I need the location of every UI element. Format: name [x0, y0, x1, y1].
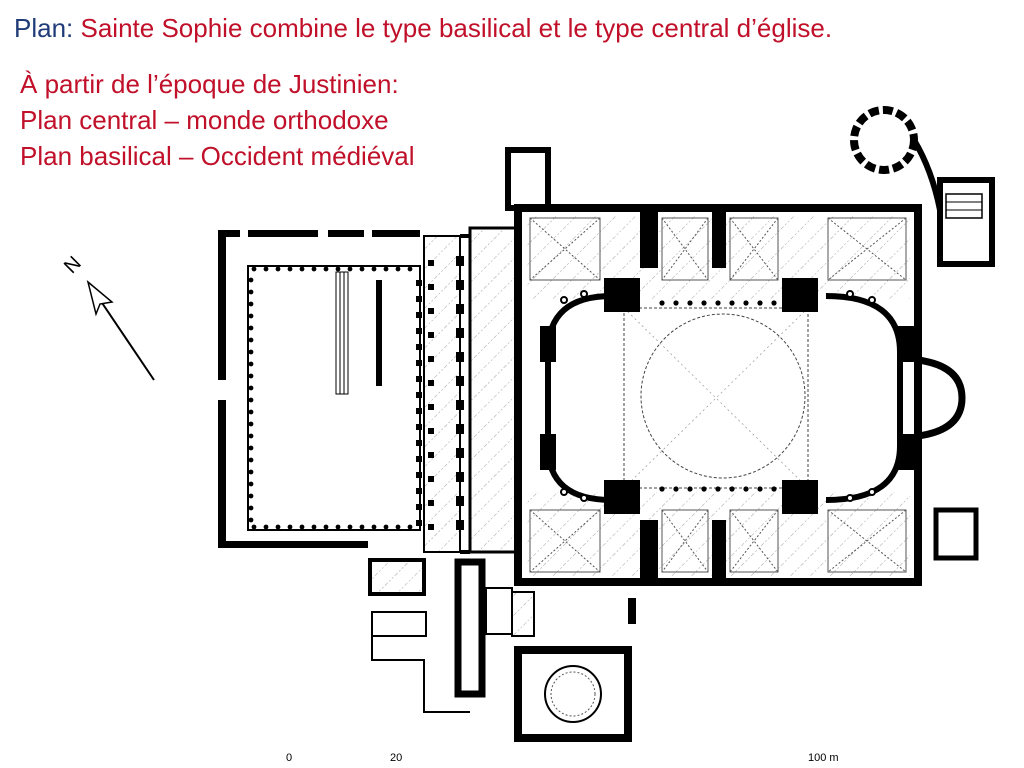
annex-east [933, 507, 979, 561]
narthex [423, 226, 522, 554]
main-church [514, 204, 966, 586]
atrium [218, 230, 422, 548]
atrium-columns [248, 266, 422, 530]
body-line-2: Plan central – monde orthodoxe [20, 105, 389, 135]
title-text: Sainte Sophie combine le type basilical … [80, 13, 833, 43]
body-text: À partir de l’époque de Justinien: Plan … [20, 66, 415, 174]
scale-label-0: 0 [286, 752, 293, 764]
slide-title: Plan: Sainte Sophie combine le type basi… [14, 10, 832, 46]
north-arrow [86, 279, 155, 381]
title-label: Plan: [14, 13, 74, 43]
body-line-1: À partir de l’époque de Justinien: [20, 69, 399, 99]
annex-north [505, 106, 995, 267]
scale-label-20: 20 [390, 752, 403, 764]
scale-label-100m: 100 m [808, 752, 839, 764]
body-line-3: Plan basilical – Occident médiéval [20, 141, 415, 171]
annex-south [368, 558, 636, 742]
